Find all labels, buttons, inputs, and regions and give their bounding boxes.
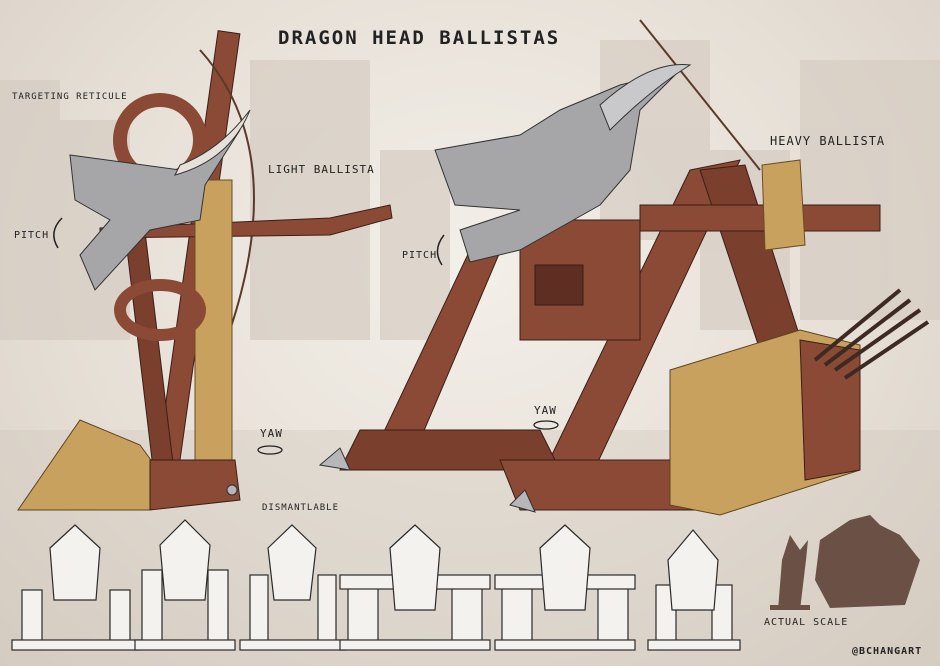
ortho-view-3 [239,524,347,651]
ortho-view-4 [339,524,491,651]
label-actual-scale: ACTUAL SCALE [764,617,849,628]
label-light-ballista: LIGHT BALLISTA [268,163,375,176]
ortho-view-2 [134,519,236,651]
label-pitch-heavy: PITCH [402,250,438,261]
label-pitch-light: PITCH [14,230,50,241]
label-yaw-heavy: YAW [534,404,557,417]
ortho-view-5 [494,524,636,651]
sheet-title: DRAGON HEAD BALLISTAS [278,27,561,49]
ortho-view-6 [647,529,741,651]
label-targeting-reticule: TARGETING RETICULE [12,92,128,102]
ortho-view-1 [11,524,141,651]
label-dismantlable: DISMANTLABLE [262,503,340,513]
label-yaw-light: YAW [260,427,283,440]
label-heavy-ballista: HEAVY BALLISTA [770,134,886,148]
artist-credit: @BCHANGART [852,646,923,657]
